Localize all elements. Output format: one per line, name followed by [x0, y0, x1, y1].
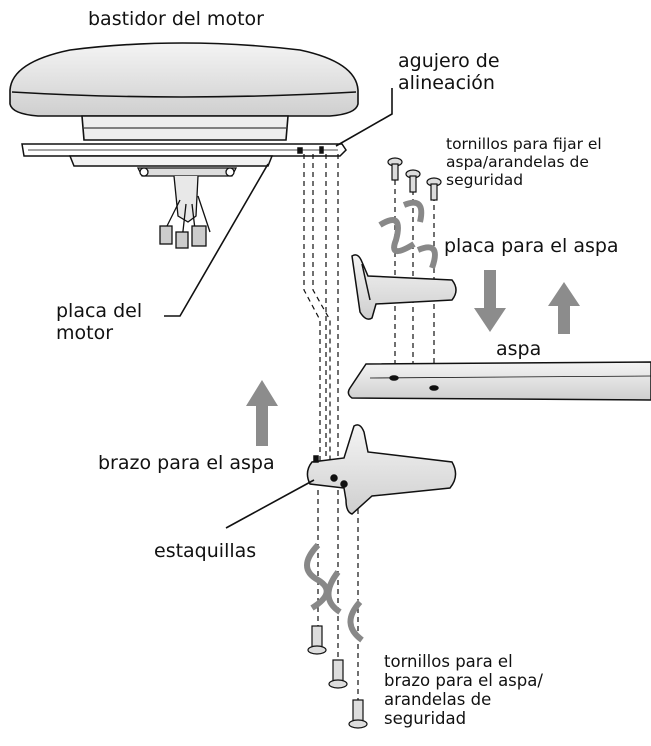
- arm-screws-bottom: [307, 625, 368, 729]
- blade-arm: [306, 424, 457, 515]
- label-alignment-hole: agujero de alineación: [398, 50, 500, 94]
- label-blade: aspa: [496, 338, 542, 360]
- label-motor-plate: placa del motor: [56, 300, 143, 344]
- arrow-up-icon: [246, 380, 278, 446]
- label-blade-arm: brazo para el aspa: [98, 452, 275, 474]
- blade: [347, 361, 651, 401]
- motor-wiring: [136, 167, 238, 249]
- screw-top-2: [405, 169, 421, 193]
- leader-lines: [164, 88, 393, 529]
- arrow-down-icon: [474, 270, 506, 332]
- screw-bottom-2: [328, 659, 348, 689]
- label-pins: estaquillas: [154, 540, 257, 562]
- blade-screws-top: [387, 157, 442, 201]
- screw-top-3: [426, 177, 442, 201]
- screw-bottom-3: [348, 699, 368, 729]
- rotation-arrows-bottom: [304, 542, 364, 643]
- screw-bottom-1: [307, 625, 327, 655]
- motor-housing: [9, 42, 359, 141]
- screw-top-1: [387, 157, 403, 181]
- alignment-dashed-lines: [303, 154, 435, 700]
- blade-plate: [351, 254, 457, 320]
- rotation-arrows-top: [378, 199, 438, 270]
- direction-arrows: [246, 270, 580, 446]
- arrow-up-icon: [548, 282, 580, 334]
- label-motor-housing: bastidor del motor: [88, 8, 264, 30]
- motor-plate: [21, 143, 347, 167]
- label-blade-plate: placa para el aspa: [444, 235, 619, 257]
- label-arm-screws: tornillos para el brazo para el aspa/ ar…: [384, 652, 543, 728]
- label-blade-screws: tornillos para fijar el aspa/arandelas d…: [446, 135, 602, 189]
